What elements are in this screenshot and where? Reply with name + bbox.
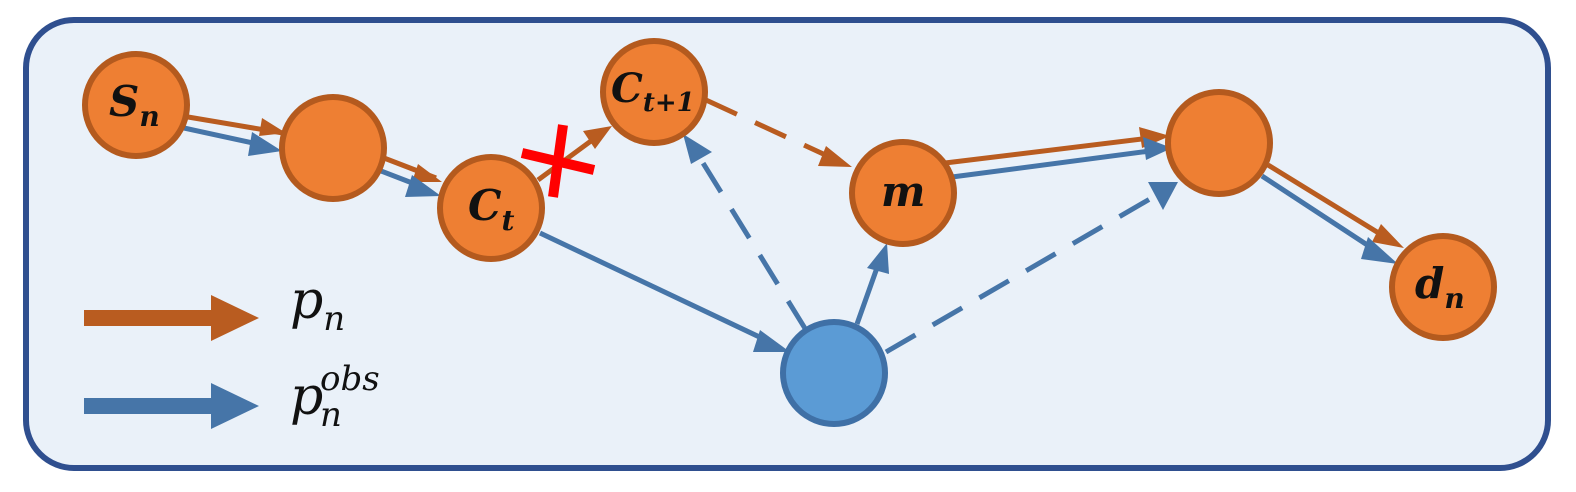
edge-blue-m-observed-head — [867, 243, 889, 274]
edge-blue-ct1-observed — [692, 148, 809, 332]
edge-sn-mid1-observed-head — [248, 132, 282, 156]
node-observed-detour — [780, 319, 888, 427]
node-c-t: Ct — [437, 154, 545, 262]
edge-blue-right-observed-head — [1148, 182, 1178, 210]
edge-ct-blue-observed-head — [753, 330, 790, 352]
node-intermediate-2 — [1165, 89, 1273, 197]
edge-ct-blue-observed — [538, 230, 772, 345]
node-s-n-label: S — [109, 77, 139, 126]
edge-blue-ct1-observed-head — [683, 134, 712, 164]
edge-m-right-observed — [951, 148, 1151, 180]
edge-right-dn-observed — [1260, 173, 1380, 255]
edge-ct1-m-planned — [704, 97, 834, 161]
legend: pn p n obs — [84, 271, 380, 435]
node-intermediate-1 — [279, 94, 387, 202]
legend-observed-sup: obs — [320, 359, 380, 399]
node-c-t-plus-1-sub: t+1 — [643, 88, 695, 118]
legend-observed-arrow-head — [211, 383, 259, 429]
legend-planned: pn — [84, 271, 345, 341]
node-s-n-sub: n — [139, 100, 159, 133]
edge-sn-mid1-planned-head — [259, 118, 286, 136]
node-c-t-label: C — [468, 181, 502, 230]
blocked-edge-cross-icon — [520, 124, 596, 198]
legend-planned-sub: n — [323, 299, 345, 339]
legend-planned-label: p — [290, 271, 323, 331]
edge-m-right-observed-head — [1143, 137, 1172, 160]
node-d-n-label: d — [1415, 259, 1444, 308]
svg-text:Ct+1: Ct+1 — [611, 65, 695, 118]
node-m-label: m — [881, 167, 925, 216]
edge-m-right-planned — [944, 135, 1151, 166]
legend-planned-arrow-head — [211, 295, 259, 341]
svg-text:dn: dn — [1415, 259, 1465, 315]
node-c-t-sub: t — [501, 204, 514, 237]
edge-right-dn-planned-head — [1372, 224, 1404, 248]
edge-ct1-m-planned-head — [818, 146, 852, 167]
svg-text:Sn: Sn — [109, 77, 160, 133]
node-c-t-plus-1-label: C — [611, 65, 643, 112]
edge-right-dn-planned — [1266, 162, 1392, 243]
legend-observed-sub: n — [320, 395, 342, 435]
node-c-t-plus-1: Ct+1 — [600, 38, 708, 146]
legend-observed: p n obs — [84, 359, 380, 435]
edge-mid1-ct-observed-head — [405, 175, 441, 197]
svg-text:pn: pn — [290, 271, 345, 339]
diagram-panel — [23, 17, 1551, 471]
node-m: m — [849, 139, 957, 247]
edge-ct-ct1-planned-head — [583, 126, 612, 149]
edge-blue-m-observed — [854, 264, 881, 325]
edge-sn-mid1-observed — [183, 125, 263, 148]
edge-right-dn-observed-head — [1361, 237, 1398, 264]
svg-text:Ct: Ct — [468, 181, 514, 237]
edge-mid1-ct-planned-head — [412, 164, 442, 182]
node-d-n-sub: n — [1444, 282, 1464, 315]
legend-observed-label: p — [290, 367, 323, 427]
observed-path-arrows — [183, 125, 1398, 355]
node-d-n: dn — [1389, 233, 1497, 341]
node-s-n: Sn — [82, 51, 190, 159]
